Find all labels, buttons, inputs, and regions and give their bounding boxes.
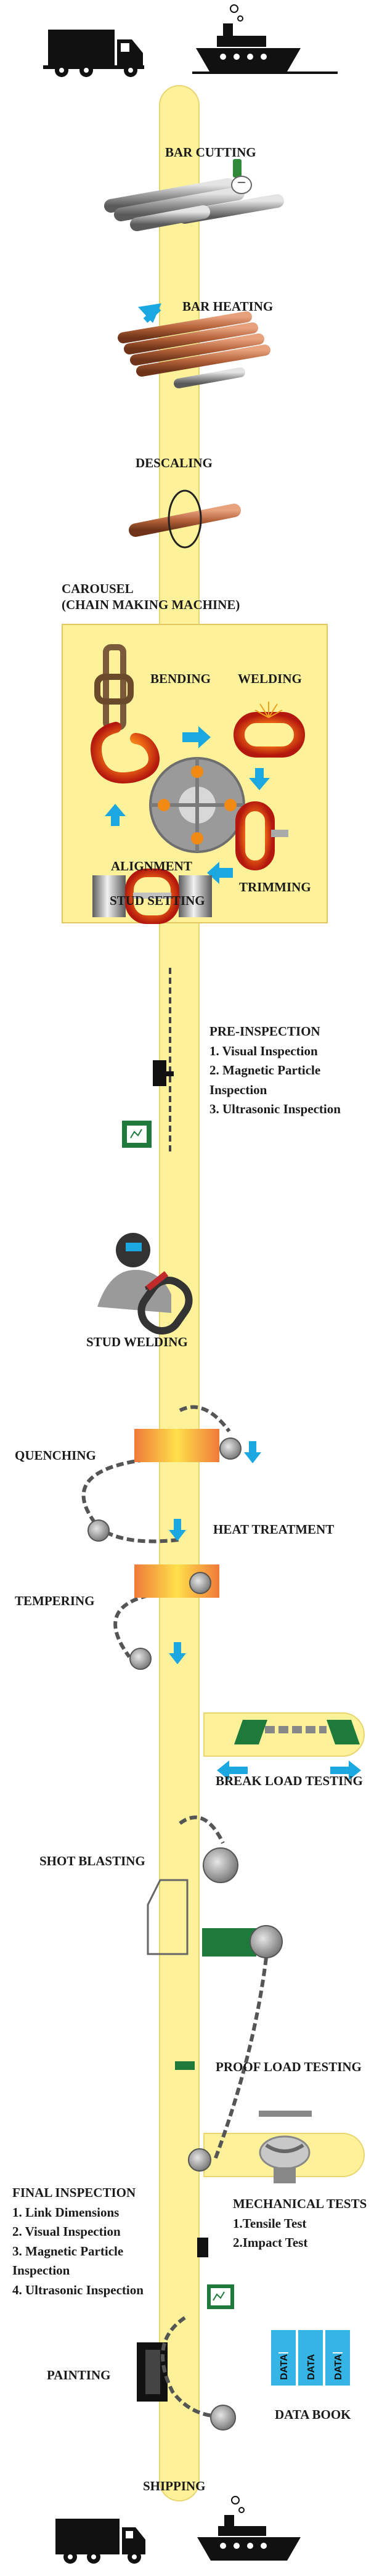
pre-inspection-item: 1. Visual Inspection: [209, 1043, 318, 1058]
truck-icon-bottom: [55, 2519, 145, 2564]
process-wheel-mechanical: [188, 2148, 211, 2172]
final-inspection-list: FINAL INSPECTION 1. Link Dimensions 2. V…: [12, 2183, 158, 2300]
heat-treatment-label: HEAT TREATMENT: [213, 1522, 335, 1537]
mechanical-test-item: 2.Impact Test: [233, 2235, 308, 2250]
trimming-link-icon: [235, 801, 288, 870]
shipping-label: SHIPPING: [143, 2479, 206, 2493]
heat-arrows: [169, 1441, 261, 1664]
welding-label: WELDING: [238, 671, 302, 686]
stud-welding-label: STUD WELDING: [86, 1335, 188, 1349]
break-load-testing-label: BREAK LOAD TESTING: [216, 1773, 363, 1788]
mechanical-tests-list: MECHANICAL TESTS 1.Tensile Test 2.Impact…: [233, 2194, 378, 2253]
bending-chain-icon: [91, 644, 160, 783]
final-inspection-item: 1. Link Dimensions: [12, 2204, 120, 2220]
carousel-arrows: [105, 726, 270, 884]
truck-icon: [43, 30, 144, 77]
alignment-label: ALIGNMENT: [111, 859, 192, 873]
welder-icon: [97, 1233, 171, 1313]
data-book-labels: DATA DATA DATA: [279, 2354, 344, 2381]
heated-bars: [118, 311, 270, 388]
shot-blasting-machine: [147, 1815, 283, 2162]
data-book-icon: [271, 2330, 350, 2386]
pre-inspection-list: PRE-INSPECTION 1. Visual Inspection 2. M…: [209, 1022, 380, 1119]
final-inspection-item: 4. Ultrasonic Inspection: [12, 2282, 144, 2297]
stud-setting-label: STUD SETTING: [110, 893, 205, 908]
descaling-label: DESCALING: [136, 456, 213, 470]
painting-label: PAINTING: [47, 2368, 111, 2382]
cutting-saw-icon: [231, 159, 252, 194]
data-label-2: DATA: [306, 2354, 317, 2381]
final-inspection-item: 3. Magnetic Particle Inspection: [12, 2243, 124, 2278]
mechanical-test-item: 1.Tensile Test: [233, 2215, 307, 2231]
data-label-3: DATA: [333, 2354, 344, 2381]
carousel-title-line: CAROUSEL: [62, 581, 134, 596]
arrow-to-heating: [138, 303, 161, 323]
carousel-subtitle: (CHAIN MAKING MACHINE): [62, 597, 240, 613]
pre-inspection-item: 3. Ultrasonic Inspection: [209, 1102, 341, 1116]
pre-inspection-item: 2. Magnetic Particle Inspection: [209, 1063, 321, 1097]
painting-booth: [137, 2316, 236, 2431]
inspection-probe-icon: [122, 1060, 174, 1148]
bending-label: BENDING: [150, 671, 211, 686]
descaling-bar: [129, 489, 241, 549]
proof-load-testing-label: PROOF LOAD TESTING: [216, 2059, 362, 2074]
quenching-furnace: [134, 1429, 219, 1462]
data-book-label: DATA BOOK: [275, 2407, 351, 2422]
ship-icon-bottom: [197, 2496, 301, 2561]
data-label-1: DATA: [279, 2354, 290, 2381]
final-inspection-item: 2. Visual Inspection: [12, 2224, 121, 2239]
welding-link-icon: [234, 701, 305, 758]
bar-heating-label: BAR HEATING: [182, 299, 274, 314]
steel-bars: [104, 178, 284, 231]
quenching-label: QUENCHING: [15, 1448, 96, 1463]
ship-icon: [192, 4, 338, 74]
final-inspection-probe-icon: [197, 2238, 234, 2309]
final-inspection-title: FINAL INSPECTION: [12, 2185, 136, 2200]
mechanical-tests-title: MECHANICAL TESTS: [233, 2196, 367, 2211]
alignment-wheel: [149, 757, 245, 853]
stud-setting-icon: [92, 869, 212, 924]
carousel-title: CAROUSEL (CHAIN MAKING MACHINE): [62, 581, 240, 613]
tempering-label: TEMPERING: [15, 1593, 95, 1608]
break-load-rig: [217, 1720, 361, 1780]
shot-blasting-label: SHOT BLASTING: [39, 1854, 145, 1868]
pre-inspection-title: PRE-INSPECTION: [209, 1024, 320, 1039]
bar-cutting-label: BAR CUTTING: [165, 145, 256, 160]
proof-load-marker: [175, 2061, 195, 2070]
trimming-label: TRIMMING: [239, 880, 311, 894]
process-wheels: [87, 1437, 242, 1670]
anchor-shackle-icon: [137, 1271, 193, 1335]
tensile-test-machine: [259, 2111, 312, 2183]
